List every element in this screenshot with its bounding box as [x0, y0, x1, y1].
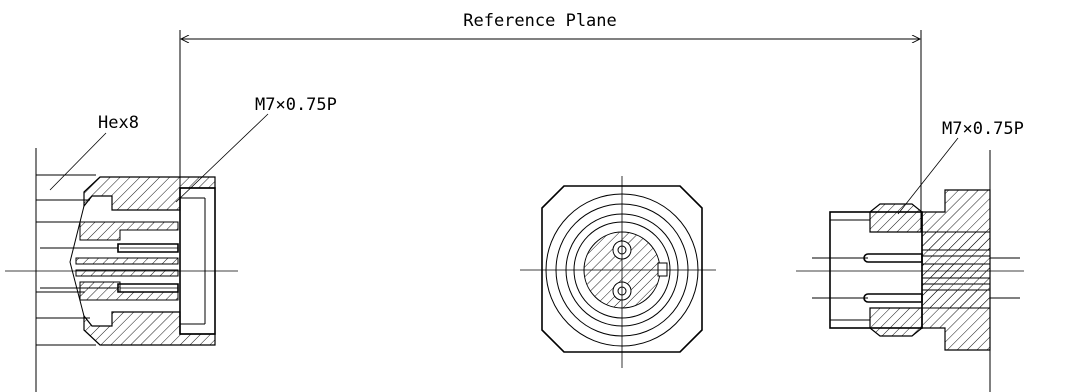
thread-left-label: M7×0.75P [255, 95, 337, 115]
reference-plane-label: Reference Plane [463, 11, 617, 31]
thread-right-label: M7×0.75P [942, 119, 1024, 139]
hex-label: Hex8 [98, 113, 139, 133]
left-plug-section: Hex8 M7×0.75P [5, 95, 337, 392]
front-view [520, 176, 716, 368]
square-flange [541, 185, 703, 353]
thread-right-leader [897, 137, 959, 215]
right-receptacle-section: M7×0.75P [796, 119, 1024, 392]
key-notch [657, 262, 668, 277]
hex-leader [49, 132, 107, 191]
